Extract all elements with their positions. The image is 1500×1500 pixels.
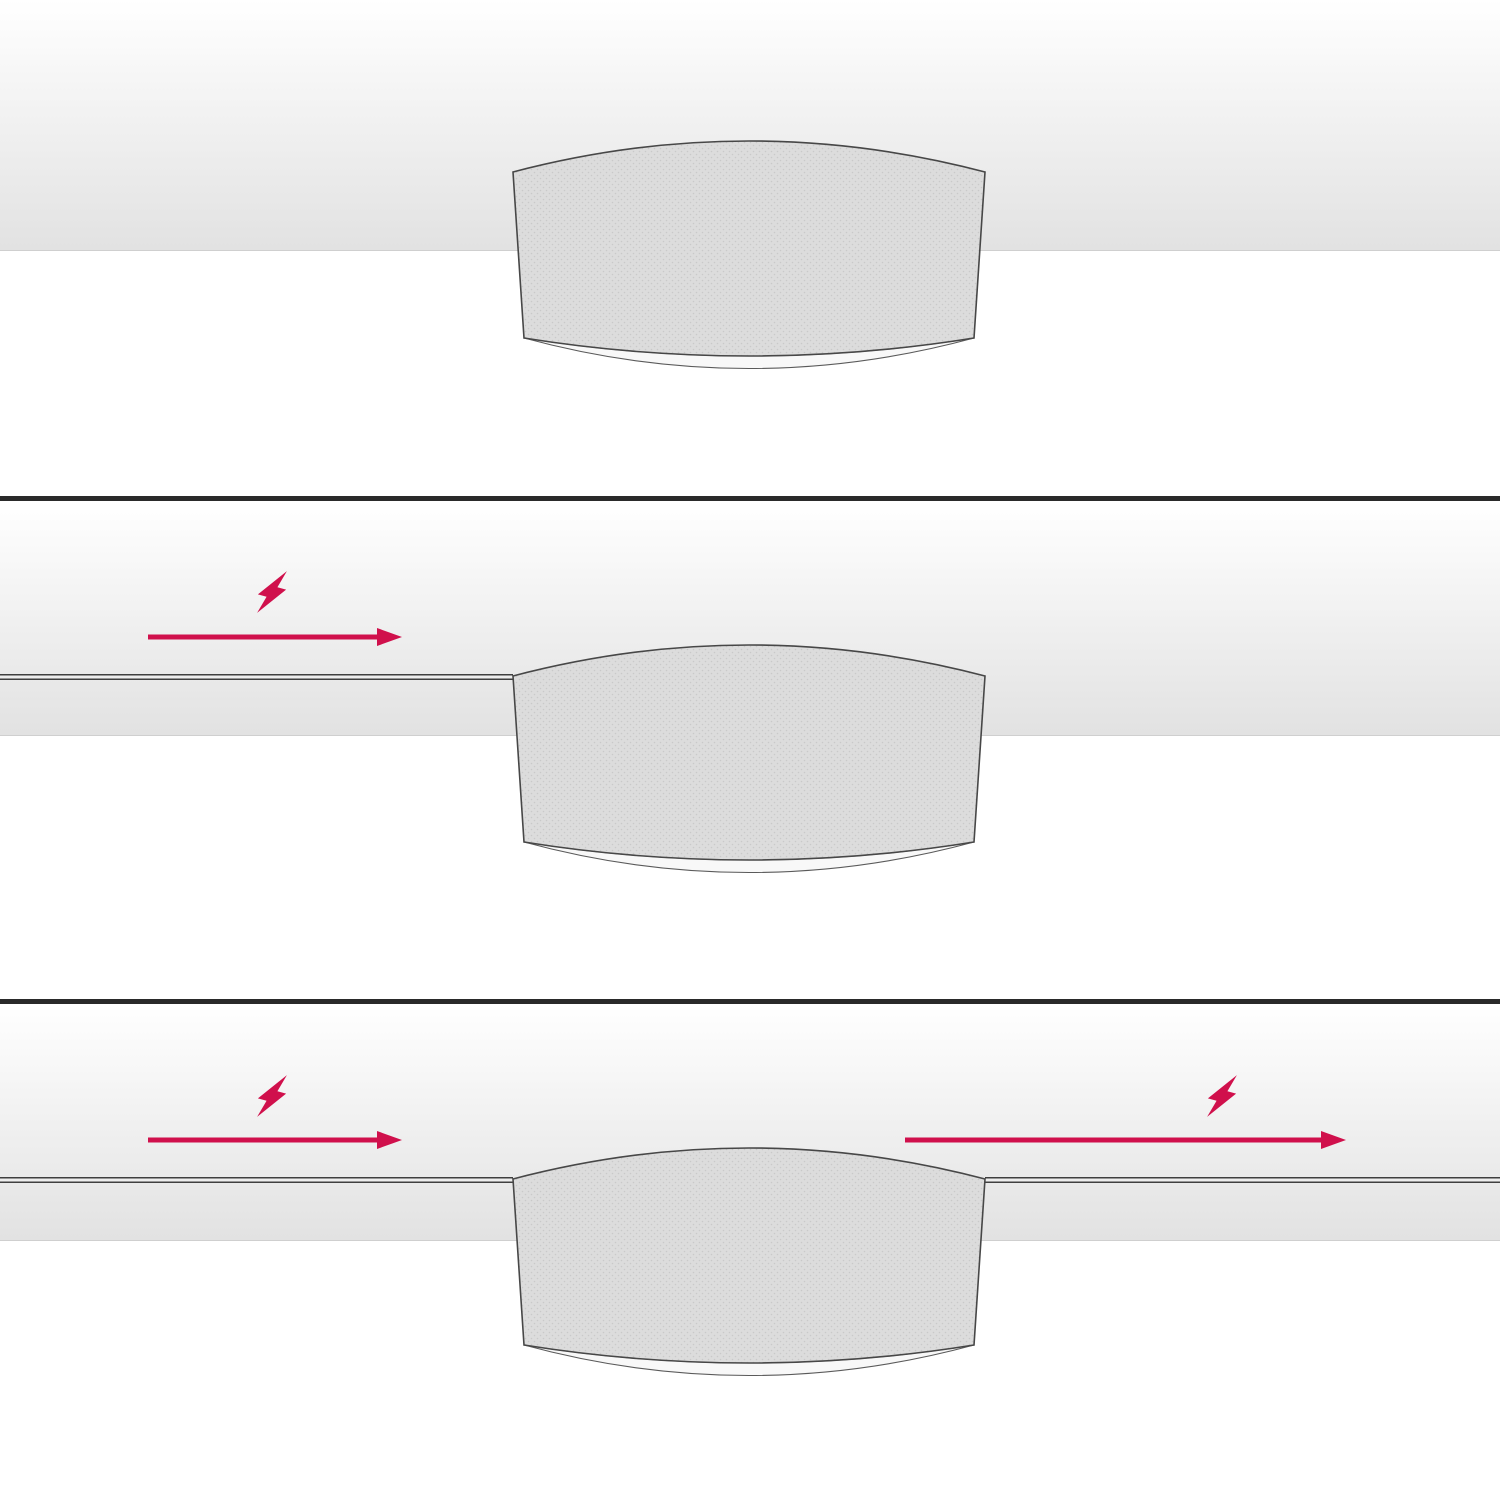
- drum-lampshade: [512, 1147, 986, 1377]
- drum-lampshade: [512, 140, 986, 370]
- current-direction-left: [148, 1069, 402, 1149]
- panel-lamp-cable-feed-left: [0, 501, 1500, 874]
- current-direction-left: [148, 565, 402, 646]
- panel-separator: [0, 999, 1500, 1004]
- panel-separator: [0, 496, 1500, 501]
- current-direction-right: [905, 1069, 1346, 1149]
- panel-lamp-cable-pass-through: [0, 1004, 1500, 1377]
- current-arrow-head: [377, 628, 402, 646]
- current-arrow-head: [377, 1131, 402, 1149]
- current-arrow-head: [1321, 1131, 1346, 1149]
- panel-lamp-no-cable: [0, 0, 1500, 370]
- drum-lampshade: [512, 644, 986, 874]
